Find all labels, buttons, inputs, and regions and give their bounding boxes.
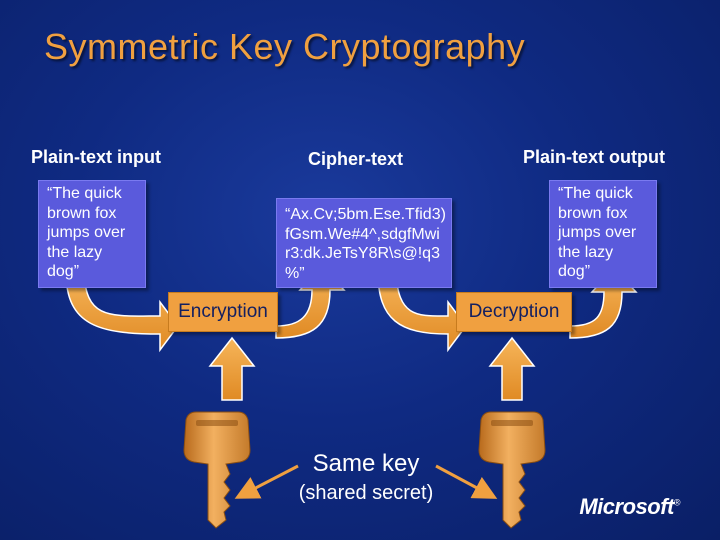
key-icon-left — [184, 412, 250, 528]
ciphertext-box: “Ax.Cv;5bm.Ese.Tfid3) fGsm.We#4^,sdgfMwi… — [276, 198, 452, 288]
key-caption-title: Same key — [290, 450, 442, 478]
key-caption-subtitle: (shared secret) — [270, 482, 462, 505]
microsoft-logo: Microsoft® — [579, 494, 680, 520]
up-arrow-icon-left — [210, 338, 254, 400]
decryption-box: Decryption — [456, 292, 572, 332]
key-icon-right — [479, 412, 545, 528]
encryption-box: Encryption — [168, 292, 278, 332]
plaintext-output-box: “The quick brown fox jumps over the lazy… — [549, 180, 657, 288]
up-arrow-icon-right — [490, 338, 534, 400]
plaintext-input-box: “The quick brown fox jumps over the lazy… — [38, 180, 146, 288]
